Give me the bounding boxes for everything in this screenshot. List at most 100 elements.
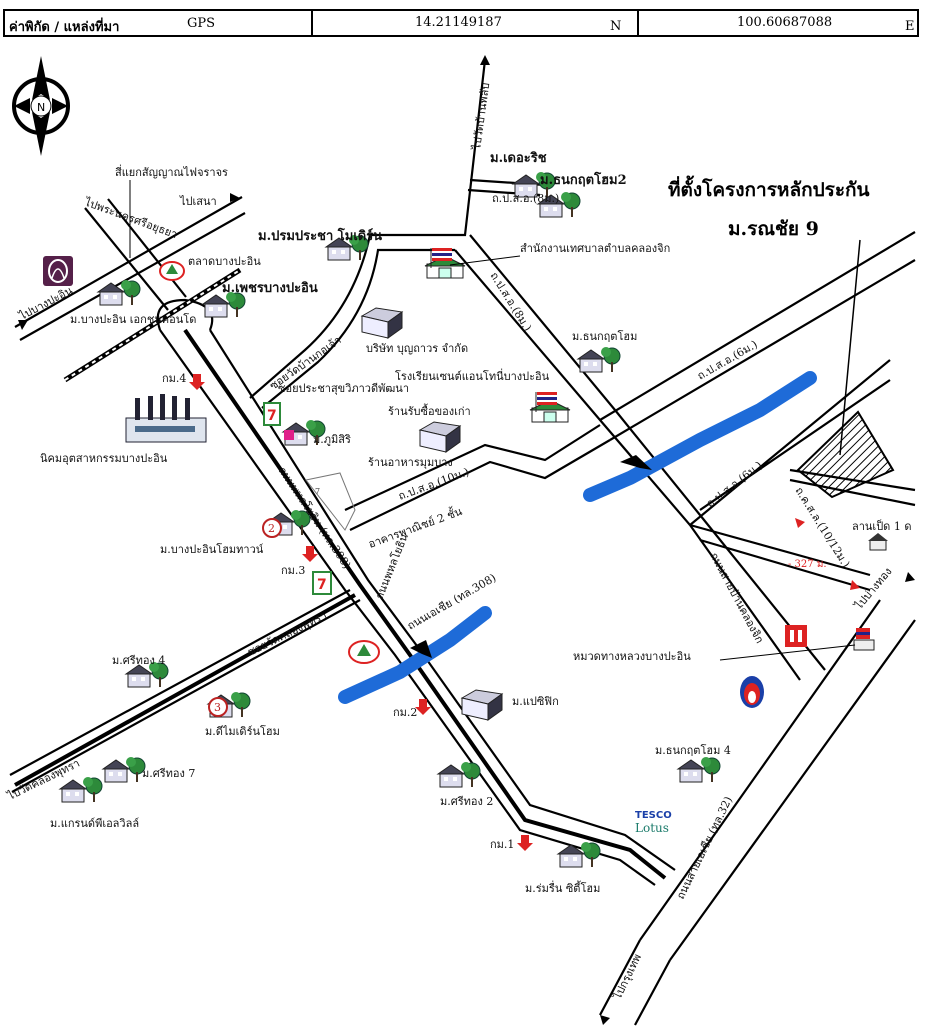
housing-icon [557, 841, 601, 868]
bank-icon [159, 261, 185, 281]
label-thanakorn: ม.ธนกฤตโฮม [572, 329, 637, 343]
svg-text:3: 3 [214, 701, 221, 714]
svg-text:TESCO: TESCO [635, 810, 672, 821]
arrow-north-icon [480, 55, 490, 65]
distance-label: - 327 ม. [788, 559, 827, 570]
label-ps-mid: ถ.ป.ส.อ.(8ม.) [487, 270, 534, 334]
label-rumrin: ม.ร่มรื่น ซิตี้โฮม [525, 880, 600, 895]
label-to-sena: ไปเสนา [179, 195, 217, 208]
road-network [9, 59, 916, 1026]
arrow-west-icon [18, 320, 28, 330]
km1-label: กม.1 [490, 838, 514, 851]
flag-icon [853, 628, 875, 651]
svg-text:Lotus: Lotus [635, 821, 669, 835]
road-asia-32 [639, 599, 916, 961]
label-to-wat-top: ไปวัดบ้านพลับ [470, 82, 492, 152]
circle-marker: 2 [262, 518, 282, 538]
label-company: บริษัท บุญถาวร จำกัด [366, 342, 468, 355]
east-arrow-icon [52, 98, 68, 114]
road-to-project [689, 523, 871, 592]
svg-text:7: 7 [315, 487, 320, 496]
office-pointer-line [449, 255, 521, 266]
road-middle [344, 424, 611, 531]
compass-n-label: N [37, 101, 45, 114]
label-thanakorn2: ม.ธนกฤตโฮม2 [540, 171, 627, 188]
label-to-bkk: ไปกรุงเทพ [611, 952, 644, 1002]
bottom-left-road-centerline [14, 593, 356, 787]
company-building-icon [361, 307, 403, 339]
housing-icon [677, 756, 721, 783]
label-soi-prachasuk: ซอยประชาสุขวิภาวดีพัฒนา [278, 382, 409, 395]
west-arrow-icon [14, 98, 30, 114]
gps-longitude: 100.60687088 [737, 15, 833, 30]
label-factory: นิคมอุตสาหกรรมบางปะอิน [40, 452, 168, 465]
canals [338, 371, 817, 704]
label-thanakorn4: ม.ธนกฤตโฮม 4 [655, 743, 731, 757]
stairs-icon: 7 [305, 472, 356, 531]
label-road-main2: ถนนเอเชีย (ทล.308) [405, 571, 498, 632]
label-sritong2: ม.ศรีทอง 2 [440, 795, 493, 808]
label-shop-food: ร้านอาหารมุมบาง [368, 456, 453, 469]
school-flag-icon [529, 391, 571, 423]
gps-lat-dir: N [610, 19, 622, 34]
office-flag-icon [424, 247, 466, 279]
label-bangpain-mansion: ม.บางปะอิน เอกชนคอนโด [70, 312, 196, 326]
label-to-wangnoi: ไปพระนครศรีอยุธยา [82, 195, 179, 241]
road-right-mid [689, 359, 891, 526]
road-bangpain-cross [14, 196, 246, 341]
label-kumsiri: ม.ภูมิสิริ [313, 433, 351, 446]
label-road-asia: ถนนสายเอเชีย (ทล.32) [674, 794, 735, 901]
housing-icon [577, 346, 621, 373]
label-sritong4: ม.ศรีทอง 4 [112, 654, 165, 667]
km-marker-arrows [189, 374, 533, 851]
project-title: ที่ตั้งโครงการหลักประกัน [668, 175, 870, 201]
road-right-top [599, 231, 916, 441]
bridge-arrow-icon [620, 455, 652, 470]
road-asia-32-south [599, 939, 671, 1026]
gps-coordinate-bar: ค่าพิกัด / แหล่งที่มา GPS 14.21149187 N … [3, 9, 919, 37]
canal-lower [338, 606, 492, 704]
label-grandpark: ม.แกรนด์พีเอลวิลล์ [50, 817, 139, 830]
road-north-loop [249, 59, 487, 409]
factory-icon [125, 394, 207, 443]
gps-label-cell: ค่าพิกัด / แหล่งที่มา GPS [5, 11, 313, 35]
gps-label: ค่าพิกัด / แหล่งที่มา [9, 20, 120, 35]
ptt-gas-station-icon [740, 676, 764, 708]
gps-lon-cell: 100.60687088 E [639, 11, 917, 35]
km3-label: กม.3 [281, 564, 305, 577]
circle-marker: 3 [208, 697, 228, 717]
km2-label: กม.2 [393, 706, 417, 719]
label-to-bangpain: ไปบางปะอิน [16, 284, 75, 323]
housing-icon [437, 761, 481, 788]
svg-text:7: 7 [317, 577, 327, 593]
south-arrow-icon [32, 112, 50, 156]
label-shop-buy: ร้านรับซื้อของเก่า [388, 403, 471, 418]
road-bottom-left [9, 589, 361, 793]
royal-emblem-icon [43, 256, 73, 286]
road-main-308-right-edge [209, 329, 676, 871]
seven-eleven-icon: 7 [312, 571, 332, 595]
housing-icon [102, 756, 146, 783]
compass-rose: N [12, 56, 70, 156]
label-signal-light: สี่แยกสัญญาณไฟจราจร [115, 164, 228, 179]
arrow-ne-icon [905, 572, 915, 582]
label-ps-right2: ถ.ป.ส.อ.(6ม.) [704, 459, 765, 511]
arrow-east-icon [230, 193, 240, 202]
canal-right [583, 371, 817, 502]
label-the-rich: ม.เดอะริช [490, 151, 547, 166]
label-sritong7: ม.ศรีทอง 7 [142, 767, 195, 780]
gps-lat-cell: 14.21149187 N [313, 11, 639, 35]
label-building2: อาคารพาณิชย์ 2 ชั้น [366, 503, 464, 551]
project-subtitle: ม.รณชัย 9 [728, 218, 819, 240]
label-ps-10: ถ.ป.ส.อ.(10ม.) [397, 465, 471, 503]
road-main-308-left-edge [159, 329, 656, 886]
label-mooban: ม.ดีไมเดิร์นโฮม [205, 724, 280, 738]
label-hometown: ม.บางปะอินโฮมทาวน์ [160, 542, 264, 556]
svg-text:7: 7 [267, 408, 277, 424]
project-plot [796, 410, 895, 499]
label-lanpet: ลานเป็ด 1 ด [852, 519, 911, 533]
shop-building-icon [419, 421, 461, 453]
bank-icon [348, 640, 380, 664]
label-pacific: ม.แปซิฟิก [512, 695, 559, 708]
